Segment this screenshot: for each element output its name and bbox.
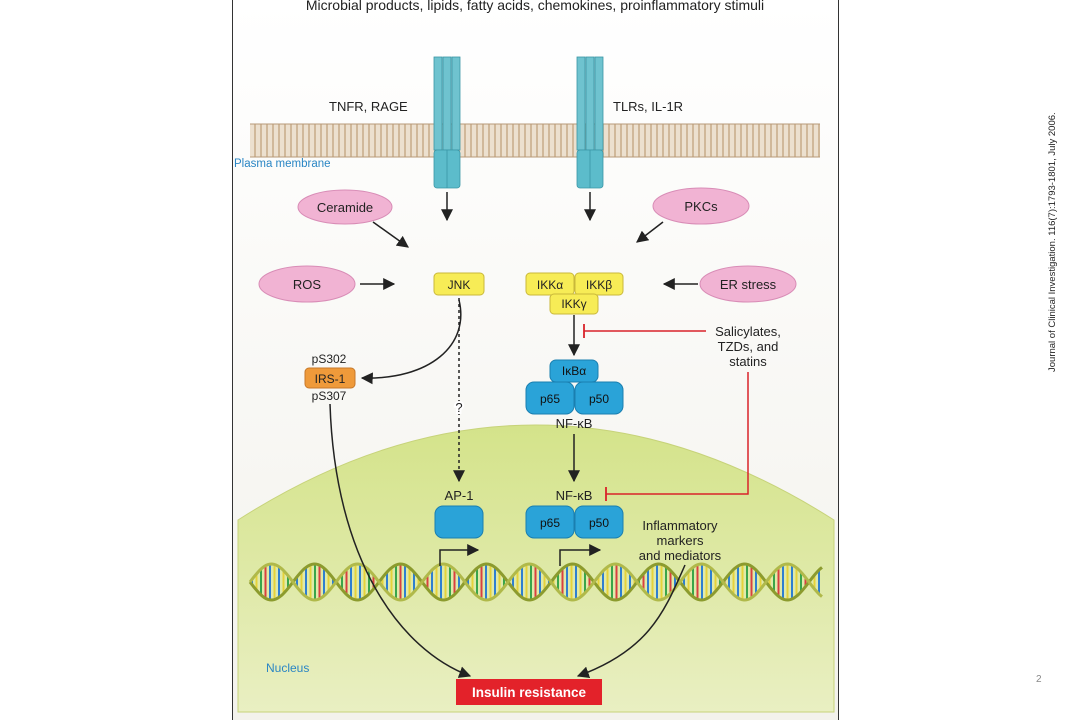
header-stimuli: Microbial products, lipids, fatty acids,…: [306, 0, 764, 13]
arrow-markers-to-insulin-resistance: [576, 564, 686, 678]
ps307-label: pS307: [312, 389, 347, 403]
p50-label-cytoplasm: p50: [589, 392, 609, 406]
inhibitors-line-2: TZDs, and: [718, 339, 779, 354]
ikk-alpha-box: [525, 272, 575, 296]
ap1-box: [434, 505, 484, 539]
inhibitors-line-1: Salicylates,: [715, 324, 781, 339]
membrane-label: Plasma membrane: [234, 158, 331, 170]
irs1-box: [304, 367, 356, 389]
ikk-beta-label: IKKβ: [586, 278, 612, 292]
arrow-jnk-to-irs1: [360, 299, 462, 385]
irs1-label: IRS-1: [315, 372, 346, 386]
ikb-alpha-box: [549, 359, 599, 383]
er-stress-label: ER stress: [720, 277, 777, 292]
receptor-tnfr-rage: [433, 56, 461, 189]
nfkb-cytoplasm-label: NF-κB: [556, 416, 593, 431]
p50-box-cytoplasm: [574, 381, 624, 415]
ikb-alpha-label: IκBα: [562, 364, 586, 378]
nfkb-nucleus-label: NF-κB: [556, 488, 593, 503]
nucleus-label: Nucleus: [266, 661, 309, 675]
receptor-tlrs-il1r: [576, 56, 604, 189]
p65-box-nucleus: [525, 505, 575, 539]
ikk-alpha-label: IKKα: [537, 278, 563, 292]
transcription-arrow-ap1: [439, 544, 480, 566]
receptor-right-label: TLRs, IL-1R: [613, 99, 683, 114]
p65-label-cytoplasm: p65: [540, 392, 560, 406]
p65-label-nucleus: p65: [540, 516, 560, 530]
arrow-ceramide-to-jnk: [372, 221, 409, 248]
markers-line-3: and mediators: [639, 548, 722, 563]
arrow-irs1-to-insulin-resistance: [329, 403, 472, 678]
ceramide-label: Ceramide: [317, 200, 373, 215]
pkcs-node: [652, 187, 750, 225]
page-number: 2: [1036, 674, 1042, 685]
ros-label: ROS: [293, 277, 322, 292]
p65-box-cytoplasm: [525, 381, 575, 415]
inhibitors-line-3: statins: [729, 354, 767, 369]
insulin-resistance-label: Insulin resistance: [472, 685, 587, 700]
ceramide-node: [297, 189, 393, 225]
transcription-arrow-nfkb: [559, 544, 602, 566]
receptor-left-label: TNFR, RAGE: [329, 99, 408, 114]
insulin-resistance-box: [456, 679, 602, 705]
ps302-label: pS302: [312, 352, 347, 366]
markers-line-2: markers: [657, 533, 704, 548]
citation: Journal of Clinical Investigation. 116(7…: [1047, 112, 1058, 372]
markers-line-1: Inflammatory: [642, 518, 718, 533]
plasma-membrane: [250, 124, 820, 157]
p50-box-nucleus: [574, 505, 624, 539]
ros-node: [258, 265, 356, 303]
ikk-beta-box: [574, 272, 624, 296]
ikk-gamma-label: IKKγ: [561, 297, 586, 311]
ap1-label: AP-1: [445, 488, 474, 503]
jnk-box: [433, 272, 485, 296]
pkcs-label: PKCs: [684, 199, 718, 214]
er-stress-node: [699, 265, 797, 303]
dna-strand-1: [248, 562, 823, 602]
dna-strand-2: [248, 562, 823, 602]
p50-label-nucleus: p50: [589, 516, 609, 530]
arrow-pkcs-to-ikk: [636, 221, 664, 243]
ikk-gamma-box: [549, 293, 599, 315]
inhibition-line-lower: [606, 372, 749, 495]
dna-helix: [248, 562, 823, 602]
question-mark: ?: [455, 400, 462, 415]
jnk-label: JNK: [448, 278, 471, 292]
